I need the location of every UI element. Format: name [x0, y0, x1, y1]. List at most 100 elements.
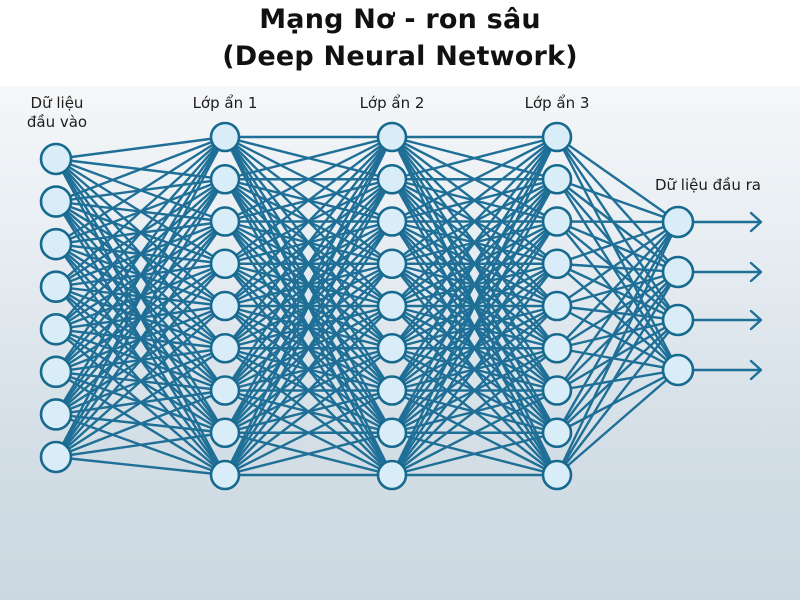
edge-hidden3-to-output [555, 220, 680, 392]
edge-hidden3-to-output [555, 178, 680, 322]
edge-input-to-hidden1 [54, 135, 227, 203]
edge-hidden1-to-hidden2 [223, 262, 394, 477]
edge-hidden1-to-hidden2 [223, 347, 394, 477]
neuron-nodes [39, 121, 695, 491]
edge-hidden3-to-output [555, 347, 680, 372]
edge-hidden3-to-output [555, 220, 680, 265]
output-neuron-node [661, 303, 695, 337]
edge-input-to-hidden1 [54, 262, 227, 459]
edge-hidden3-to-output [555, 220, 680, 224]
edge-hidden2-to-hidden3 [390, 262, 559, 477]
input-layer-label-line1: Dữ liệu [30, 94, 84, 112]
edge-hidden3-to-output [555, 270, 680, 392]
hidden1-neuron-node [209, 163, 241, 195]
edge-input-to-hidden1 [54, 135, 227, 374]
edge-hidden3-to-output [555, 220, 680, 434]
hidden1-neuron-node [209, 459, 241, 491]
hidden3-neuron-node [541, 290, 573, 322]
edge-hidden3-to-output [555, 318, 680, 434]
edge-hidden2-to-hidden3 [390, 135, 559, 477]
hidden2-neuron-node [376, 121, 408, 153]
edge-hidden1-to-hidden2 [223, 135, 394, 308]
diagram-title-vietnamese: Mạng Nơ - ron sâu [259, 4, 541, 35]
hidden3-neuron-node [541, 121, 573, 153]
hidden1-neuron-node [209, 248, 241, 280]
edge-hidden3-to-output [555, 368, 680, 434]
edge-hidden2-to-hidden3 [390, 135, 559, 181]
connection-edges [54, 135, 680, 477]
hidden2-neuron-node [376, 163, 408, 195]
input-layer-label-line2: đầu vào [26, 113, 88, 131]
input-neuron-node [39, 227, 73, 261]
edge-hidden1-to-hidden2 [223, 135, 394, 477]
edge-hidden3-to-output [555, 135, 680, 322]
hidden1-neuron-node [209, 375, 241, 406]
edge-input-to-hidden1 [54, 389, 227, 459]
hidden-layer-1-label: Lớp ẩn 1 [192, 94, 258, 112]
hidden3-neuron-node [541, 332, 573, 364]
output-layer-label: Dữ liệu đầu ra [654, 176, 761, 194]
edge-input-to-hidden1 [54, 220, 227, 459]
input-neuron-node [39, 142, 73, 176]
edge-hidden1-to-hidden2 [223, 431, 394, 477]
edge-hidden3-to-output [555, 318, 680, 350]
edge-hidden3-to-output [555, 178, 680, 224]
edge-hidden2-to-hidden3 [390, 135, 559, 434]
title-area: Mạng Nơ - ron sâu (Deep Neural Network) [0, 0, 800, 86]
hidden2-neuron-node [376, 459, 408, 491]
edge-hidden3-to-output [555, 220, 680, 350]
hidden3-neuron-node [541, 375, 573, 406]
input-neuron-node [39, 185, 73, 218]
hidden1-neuron-node [209, 121, 241, 153]
edge-hidden1-to-hidden2 [223, 304, 394, 477]
edge-hidden1-to-hidden2 [223, 389, 394, 477]
edge-input-to-hidden1 [54, 135, 227, 246]
edge-hidden1-to-hidden2 [223, 135, 394, 223]
edge-hidden1-to-hidden2 [223, 135, 394, 265]
output-neuron-node [661, 353, 695, 387]
edge-hidden2-to-hidden3 [390, 135, 559, 392]
edge-hidden2-to-hidden3 [390, 347, 559, 477]
edge-hidden2-to-hidden3 [390, 135, 559, 223]
edge-hidden2-to-hidden3 [390, 431, 559, 477]
edge-hidden3-to-output [555, 135, 680, 224]
edge-hidden3-to-output [555, 304, 680, 372]
input-neuron-node [39, 398, 73, 431]
edge-hidden3-to-output [555, 318, 680, 477]
edge-hidden1-to-hidden2 [223, 135, 394, 392]
hidden3-neuron-node [541, 206, 573, 237]
edge-hidden2-to-hidden3 [390, 389, 559, 477]
edge-hidden3-to-output [555, 304, 680, 322]
hidden1-neuron-node [209, 332, 241, 364]
hidden1-neuron-node [209, 290, 241, 322]
edge-hidden2-to-hidden3 [390, 220, 559, 477]
edge-hidden3-to-output [555, 270, 680, 350]
edge-hidden1-to-hidden2 [223, 135, 394, 434]
input-neuron-node [39, 440, 73, 474]
input-neuron-node [39, 270, 73, 304]
edge-input-to-hidden1 [54, 455, 227, 477]
hidden2-neuron-node [376, 248, 408, 280]
hidden2-neuron-node [376, 332, 408, 364]
edge-hidden1-to-hidden2 [223, 135, 394, 350]
edge-input-to-hidden1 [54, 135, 227, 331]
edge-input-to-hidden1 [54, 304, 227, 459]
input-neuron-node [39, 312, 73, 346]
output-neuron-node [661, 205, 695, 239]
hidden-layer-2-label: Lớp ẩn 2 [359, 94, 425, 112]
edge-hidden3-to-output [555, 262, 680, 372]
edge-hidden2-to-hidden3 [390, 135, 559, 308]
output-neuron-node [661, 255, 695, 289]
hidden2-neuron-node [376, 206, 408, 237]
edge-hidden3-to-output [555, 262, 680, 274]
edge-hidden3-to-output [555, 220, 680, 477]
edge-input-to-hidden1 [54, 135, 227, 416]
edge-hidden2-to-hidden3 [390, 135, 559, 350]
edge-hidden2-to-hidden3 [390, 304, 559, 477]
edge-hidden1-to-hidden2 [223, 135, 394, 181]
edge-hidden3-to-output [555, 270, 680, 434]
edge-input-to-hidden1 [54, 431, 227, 459]
edge-input-to-hidden1 [54, 178, 227, 459]
hidden3-neuron-node [541, 163, 573, 195]
diagram-title-english: (Deep Neural Network) [222, 41, 578, 72]
